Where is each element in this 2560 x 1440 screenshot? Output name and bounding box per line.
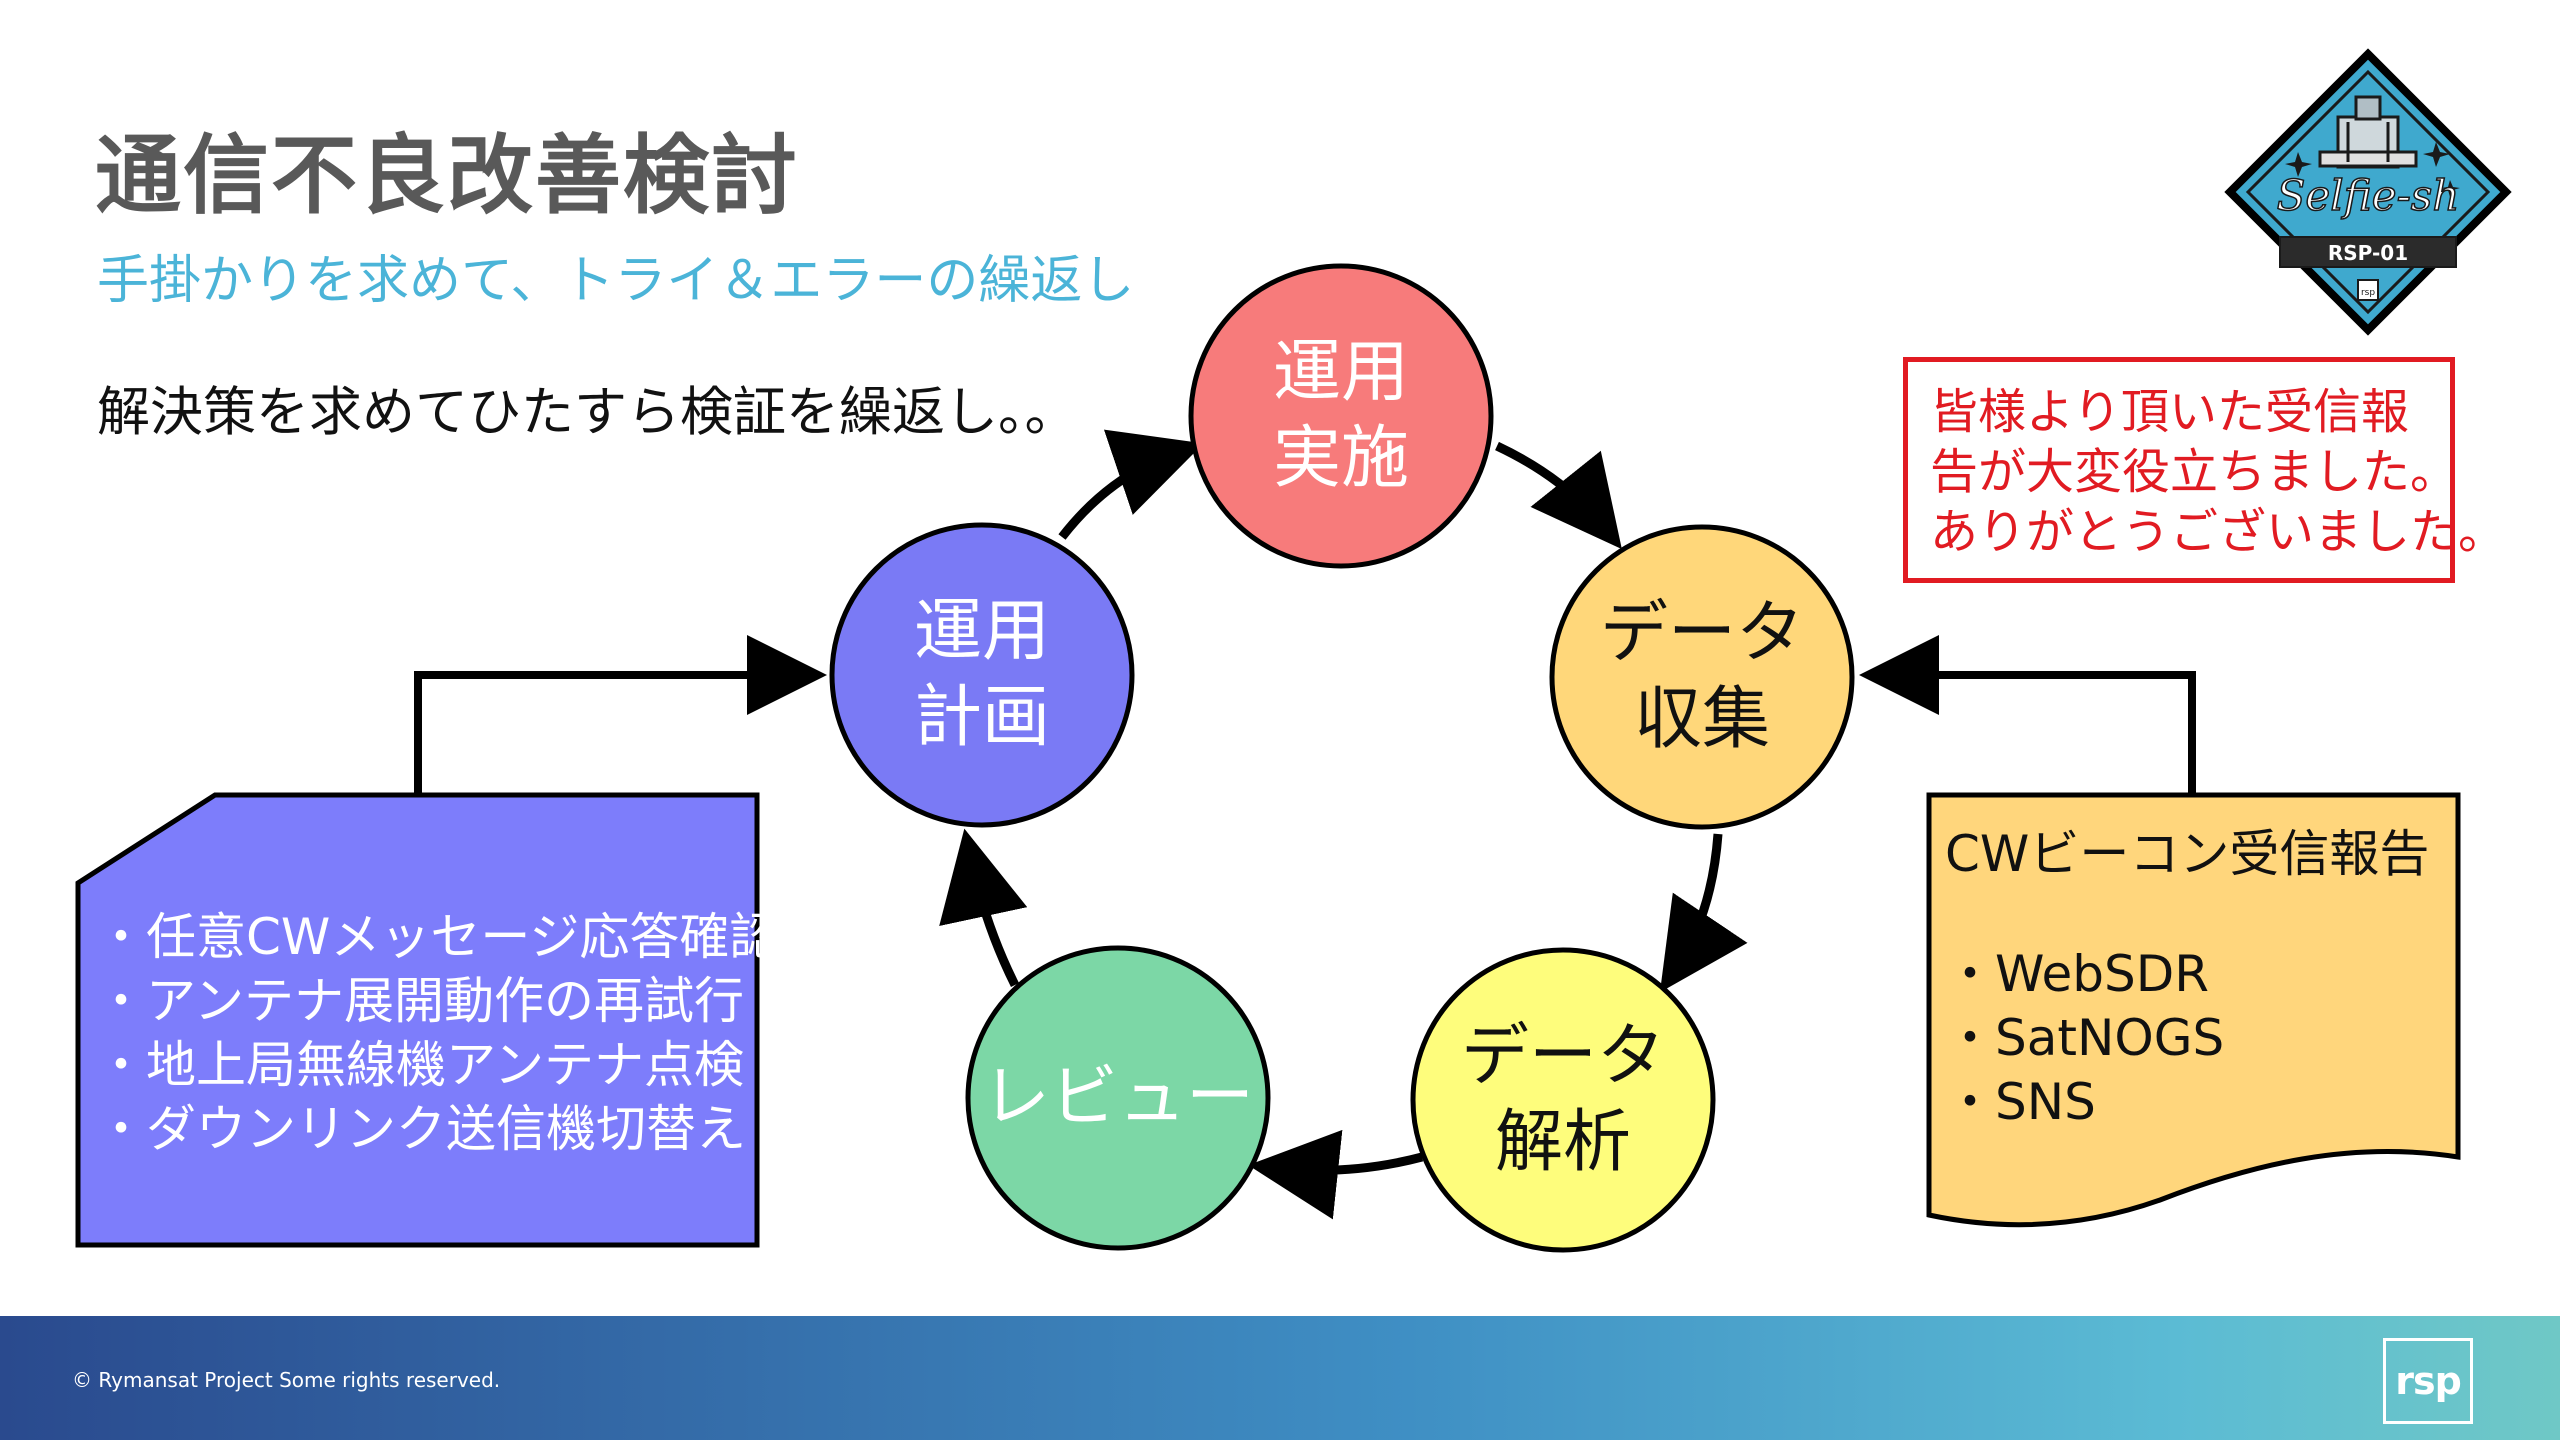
node-plan [829, 522, 1135, 828]
todo-note-shape [75, 792, 760, 1248]
node-review-label: レビュー [968, 1055, 1268, 1141]
copyright-text: © Rymansat Project Some rights reserved. [72, 1368, 501, 1392]
todo-item: ・地上局無線機アンテナ点検 [96, 1036, 744, 1094]
badge-code-text: RSP-01 [2328, 241, 2408, 265]
lead-text: 解決策を求めてひたすら検証を繰返し。。 [97, 382, 1078, 443]
thanks-line-3: ありがとうございました。 [1930, 504, 2507, 560]
report-item: ・WebSDR [1945, 945, 2209, 1003]
node-review-line-1: レビュー [981, 1058, 1254, 1137]
satellite-icon [2318, 95, 2418, 169]
todo-connector-arrow [414, 635, 827, 793]
node-plan-line-1: 運用 [913, 592, 1050, 671]
badge-script-text: Selfie-sh [2277, 171, 2460, 220]
node-plan-label: 運用 計画 [832, 589, 1132, 761]
rsp-logo-icon: rsp [2383, 1338, 2473, 1424]
node-data-analysis-line-2: 解析 [1494, 1103, 1631, 1182]
node-data-collection-line-1: データ [1599, 594, 1804, 673]
report-title: CWビーコン受信報告 [1945, 825, 2430, 883]
node-data-analysis [1410, 947, 1716, 1253]
thanks-box: 皆様より頂いた受信報 告が大変役立ちました。 ありがとうございました。 [1903, 357, 2507, 583]
node-data-collection [1549, 524, 1855, 830]
star-icon [2285, 142, 2460, 197]
node-data-analysis-label: データ 解析 [1413, 1014, 1713, 1186]
report-list: ・WebSDR ・SatNOGS ・SNS [1945, 942, 2224, 1134]
badge-small-logo: rsp [2361, 288, 2375, 298]
page-subtitle: 手掛かりを求めて、トライ＆エラーの繰返し [97, 251, 1135, 311]
report-item: ・SNS [1945, 1073, 2096, 1131]
cycle-arrow-execute-to-collect [1495, 441, 1622, 550]
page-title: 通信不良改善検討 [95, 126, 799, 226]
thanks-line-2: 告が大変役立ちました。 [1930, 444, 2459, 500]
report-item: ・SatNOGS [1945, 1009, 2225, 1067]
report-connector-arrow [1859, 635, 2196, 793]
cycle-arrow-plan-to-execute [1058, 429, 1204, 540]
footer-bar [0, 1316, 2560, 1440]
todo-item: ・任意CWメッセージ応答確認 [96, 908, 780, 966]
cycle-arrow-review-to-plan [939, 828, 1028, 988]
node-execute-line-1: 運用 [1272, 333, 1409, 412]
todo-item: ・ダウンリンク送信機切替え [96, 1100, 746, 1158]
report-document-shape [1926, 792, 2461, 1228]
cycle-arrow-collect-to-analyze [1659, 833, 1748, 993]
cycle-arrow-analyze-to-review [1248, 1129, 1424, 1220]
todo-list: ・任意CWメッセージ応答確認 ・アンテナ展開動作の再試行 ・地上局無線機アンテナ… [96, 905, 779, 1161]
node-data-collection-line-2: 収集 [1633, 680, 1770, 759]
thanks-line-1: 皆様より頂いた受信報 [1930, 384, 2410, 440]
mission-badge: Selfie-sh RSP-01 rsp [2224, 48, 2512, 336]
node-execute [1188, 263, 1494, 569]
node-data-analysis-line-1: データ [1460, 1017, 1665, 1096]
node-data-collection-label: データ 収集 [1552, 591, 1852, 763]
node-execute-line-2: 実施 [1272, 419, 1409, 498]
node-plan-line-2: 計画 [913, 678, 1050, 757]
node-review [965, 945, 1271, 1251]
node-execute-label: 運用 実施 [1191, 330, 1491, 502]
todo-item: ・アンテナ展開動作の再試行 [96, 972, 744, 1030]
